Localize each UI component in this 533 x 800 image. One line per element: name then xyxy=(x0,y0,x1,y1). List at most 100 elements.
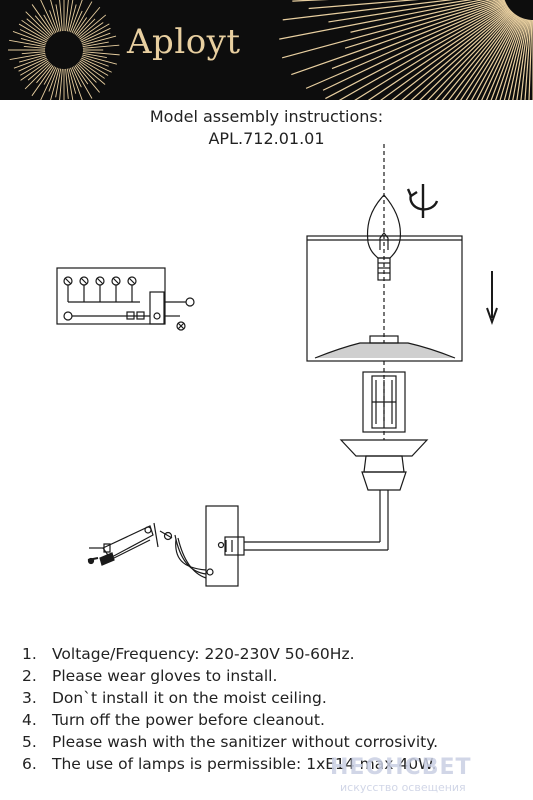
instruction-number: 5. xyxy=(22,733,37,751)
sun-ray xyxy=(344,0,503,49)
sun-ray xyxy=(70,67,83,100)
sun-ray xyxy=(485,17,522,100)
instruction-item: 2.Please wear gloves to install. xyxy=(22,665,438,687)
sun-ray xyxy=(82,52,107,58)
instruction-number: 4. xyxy=(22,711,37,729)
sun-ray xyxy=(59,68,63,100)
instruction-item: 5.Please wash with the sanitizer without… xyxy=(22,731,438,753)
sun-ray xyxy=(31,4,54,35)
sun-ray xyxy=(12,31,47,44)
sun-ray xyxy=(71,67,82,88)
sun-ray xyxy=(77,63,97,83)
sun-ray xyxy=(520,19,531,100)
sun-ray xyxy=(36,64,53,84)
sun-ray xyxy=(18,57,47,72)
sun-ray xyxy=(73,66,93,99)
instruction-number: 2. xyxy=(22,667,37,685)
sun-ray xyxy=(75,64,100,93)
instruction-item: 1.Voltage/Frequency: 220-230V 50-60Hz. xyxy=(22,643,438,665)
brand-header: Aployt xyxy=(0,0,533,100)
sun-ray xyxy=(82,44,120,49)
sun-ray xyxy=(391,7,510,100)
sun-ray xyxy=(81,32,111,44)
sun-ray xyxy=(68,68,77,94)
sun-ray xyxy=(55,68,62,98)
sun-ray xyxy=(19,29,47,43)
sun-ray xyxy=(66,68,74,100)
sun-ray xyxy=(48,67,58,92)
sun-ray xyxy=(78,14,107,39)
sun-ray xyxy=(427,11,513,100)
sun-ray xyxy=(350,0,493,33)
sun-ray xyxy=(325,3,507,100)
sun-ray xyxy=(322,2,507,91)
sun-ray xyxy=(401,8,511,100)
sun-ray xyxy=(43,66,55,85)
sun-ray xyxy=(454,14,517,100)
sun-ray xyxy=(20,60,49,81)
sun-ray xyxy=(68,4,77,32)
sun-ray xyxy=(410,9,512,100)
sun-ray xyxy=(503,18,527,100)
sun-ray xyxy=(80,23,110,41)
sun-ray xyxy=(26,18,50,39)
sun-ray xyxy=(476,16,520,100)
instruction-number: 3. xyxy=(22,689,37,707)
sun-ray xyxy=(291,0,505,76)
instruction-number: 6. xyxy=(22,755,37,773)
instruction-text: The use of lamps is permissible: 1xE14 m… xyxy=(52,755,437,773)
sun-ray xyxy=(81,56,109,67)
lamp-shade xyxy=(306,235,463,362)
sun-ray xyxy=(18,23,48,41)
wall-plate xyxy=(205,505,245,587)
sun-ray xyxy=(50,68,60,100)
sun-ray xyxy=(471,15,519,100)
lamp-arm xyxy=(244,490,389,551)
sun-ray xyxy=(43,14,55,34)
sun-ray xyxy=(78,61,106,85)
sun-ray xyxy=(65,68,69,99)
sun-ray xyxy=(419,10,512,100)
sun-ray xyxy=(82,51,120,56)
document-title: Model assembly instructions: xyxy=(149,107,384,126)
sun-ray xyxy=(75,6,101,36)
sun-ray xyxy=(460,14,518,100)
sun-ray xyxy=(66,0,74,32)
sun-ray xyxy=(80,59,109,76)
down-arrow-icon xyxy=(486,271,498,325)
wiring-diagram xyxy=(56,267,195,331)
sun-ray xyxy=(74,65,89,85)
sun-ray xyxy=(73,1,93,34)
terminal-block xyxy=(63,276,195,331)
sun-ray xyxy=(77,18,96,37)
instruction-number: 1. xyxy=(22,645,37,663)
sun-ray xyxy=(20,38,46,46)
sun-ray xyxy=(282,0,455,21)
instruction-item: 4.Turn off the power before cleanout. xyxy=(22,709,438,731)
assembly-diagram xyxy=(56,144,498,587)
sun-ray xyxy=(9,39,46,48)
sun-ray xyxy=(499,18,525,100)
sun-ray xyxy=(25,11,51,37)
sun-ray xyxy=(40,0,57,33)
candle-bulb xyxy=(366,194,402,281)
sun-ray xyxy=(13,56,47,69)
sun-ray xyxy=(465,15,518,100)
instruction-item: 3. Don`t install it on the moist ceiling. xyxy=(22,687,438,709)
sun-ray xyxy=(331,0,506,70)
sun-ray xyxy=(490,17,523,100)
sun-ray xyxy=(448,13,516,100)
mounting-hardware xyxy=(87,522,233,579)
sun-ray xyxy=(81,57,112,73)
sun-ray xyxy=(55,4,62,32)
sun-ray xyxy=(508,19,528,100)
sun-ray xyxy=(27,61,50,81)
model-number: APL.712.01.01 xyxy=(208,129,325,148)
sun-ray xyxy=(50,0,60,32)
sun-ray xyxy=(82,41,109,48)
sun-ray xyxy=(21,51,46,55)
sun-ray xyxy=(59,0,63,32)
sun-ray xyxy=(9,52,46,61)
sun-ray xyxy=(18,54,46,63)
instruction-text: Don`t install it on the moist ceiling. xyxy=(52,689,327,707)
